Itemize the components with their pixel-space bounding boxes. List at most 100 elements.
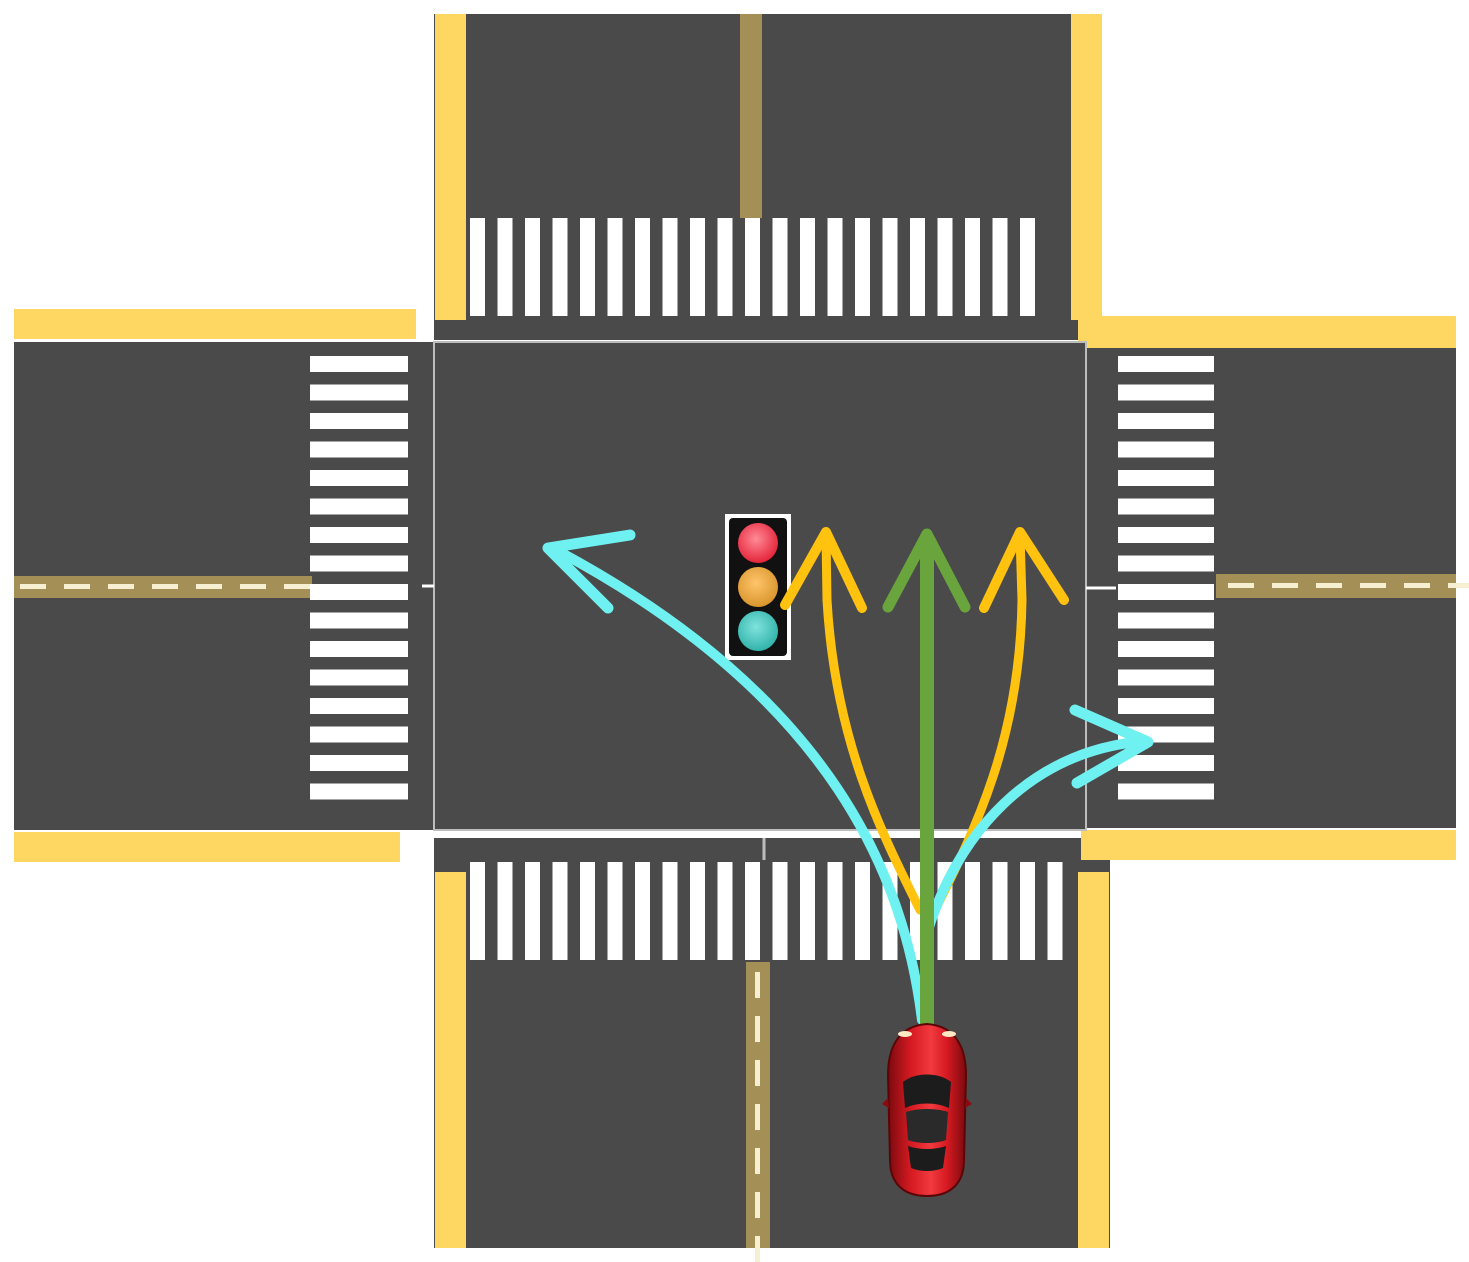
crosswalk-stripe [1118, 441, 1214, 458]
car-right-headlight [942, 1031, 956, 1037]
north-east-sidewalk [1071, 14, 1102, 320]
north-crosswalk [470, 218, 1035, 316]
west-crosswalk [310, 356, 408, 800]
lane-dash [755, 1192, 760, 1218]
crosswalk-stripe [470, 862, 485, 960]
south-road-arm [434, 838, 1110, 1262]
crosswalk-stripe [717, 218, 733, 316]
crosswalk-stripe [1118, 698, 1214, 714]
east-road-arm [1078, 316, 1469, 860]
south-median-dashes [755, 972, 760, 1262]
lane-dash [1272, 583, 1298, 588]
crosswalk-stripe [310, 441, 408, 458]
crosswalk-stripe [855, 218, 870, 316]
crosswalk-stripe [310, 555, 408, 572]
car-windshield [903, 1074, 951, 1108]
crosswalk-stripe [800, 218, 815, 316]
crosswalk-stripe [662, 218, 678, 316]
lane-dash [1448, 583, 1469, 588]
east-south-sidewalk [1081, 830, 1456, 860]
south-east-sidewalk [1078, 872, 1109, 1248]
crosswalk-stripe [552, 218, 568, 316]
crosswalk-stripe [1020, 862, 1035, 960]
crosswalk-stripe [525, 218, 540, 316]
lane-dash [20, 584, 46, 589]
north-road-arm [434, 14, 1102, 340]
left-turn-arrowhead [542, 529, 636, 614]
crosswalk-stripe [310, 698, 408, 714]
north-west-sidewalk [435, 14, 466, 320]
crosswalk-stripe [1118, 584, 1214, 600]
west-median-dashes [20, 584, 310, 589]
traffic-light-icon [725, 514, 791, 660]
lane-dash [755, 1148, 760, 1174]
lane-dash [240, 584, 266, 589]
right-turn-arrow [923, 737, 1140, 935]
west-north-sidewalk [14, 309, 416, 339]
crosswalk-stripe [1118, 356, 1214, 372]
crosswalk-stripe [310, 755, 408, 771]
crosswalk-stripe [882, 218, 898, 316]
crosswalk-stripe [1118, 555, 1214, 572]
maneuver-arrows [542, 527, 1154, 1042]
right-turn-arrowhead [1069, 704, 1154, 789]
crosswalk-stripe [745, 218, 760, 316]
crosswalk-stripe [1118, 612, 1214, 629]
crosswalk-stripe [965, 862, 980, 960]
lane-dash [1404, 583, 1430, 588]
crosswalk-stripe [1047, 862, 1063, 960]
car-rear-window [908, 1146, 946, 1171]
north-asphalt [434, 14, 1102, 340]
crosswalk-stripe [745, 862, 760, 960]
crosswalk-stripe [1118, 527, 1214, 543]
car-roof [906, 1109, 948, 1143]
south-west-sidewalk [435, 872, 466, 1248]
lane-dash [196, 584, 222, 589]
crosswalk-stripe [310, 641, 408, 657]
crosswalk-stripe [992, 862, 1008, 960]
lane-dash [755, 1104, 760, 1130]
red-car-icon [882, 1022, 972, 1198]
crosswalk-stripe [937, 218, 953, 316]
lane-change-right-arrowhead [979, 527, 1069, 613]
lane-dash [1360, 583, 1386, 588]
crosswalk-stripe [310, 527, 408, 543]
lane-dash [152, 584, 178, 589]
lane-dash [108, 584, 134, 589]
crosswalk-stripe [772, 862, 788, 960]
crosswalk-stripe [310, 413, 408, 429]
go-straight-arrowhead [882, 528, 971, 613]
lane-dash [1228, 583, 1254, 588]
crosswalk-stripe [1118, 783, 1214, 800]
crosswalk-stripe [525, 862, 540, 960]
crosswalk-stripe [310, 726, 408, 743]
crosswalk-stripe [310, 384, 408, 401]
crosswalk-stripe [607, 862, 623, 960]
crosswalk-stripe [580, 862, 595, 960]
crosswalk-stripe [607, 218, 623, 316]
crosswalk-stripe [310, 669, 408, 686]
traffic-light-amber-lamp [738, 567, 778, 607]
lane-dash [284, 584, 310, 589]
crosswalk-stripe [855, 862, 870, 960]
crosswalk-stripe [1118, 470, 1214, 486]
west-road-arm [14, 309, 434, 862]
lane-change-left-arrow [821, 530, 925, 915]
lane-dash [755, 1060, 760, 1086]
east-north-sidewalk [1078, 316, 1456, 348]
crosswalk-stripe [965, 218, 980, 316]
traffic-light-green-lamp [738, 611, 778, 651]
car-left-mirror [882, 1098, 889, 1108]
crosswalk-stripe [910, 218, 925, 316]
crosswalk-stripe [662, 862, 678, 960]
car-right-mirror [965, 1098, 972, 1108]
crosswalk-stripe [580, 218, 595, 316]
crosswalk-stripe [310, 470, 408, 486]
east-crosswalk [1118, 356, 1214, 800]
crosswalk-stripe [635, 218, 650, 316]
crosswalk-stripe [690, 862, 705, 960]
crosswalk-stripe [827, 862, 843, 960]
car-left-headlight [898, 1031, 912, 1037]
